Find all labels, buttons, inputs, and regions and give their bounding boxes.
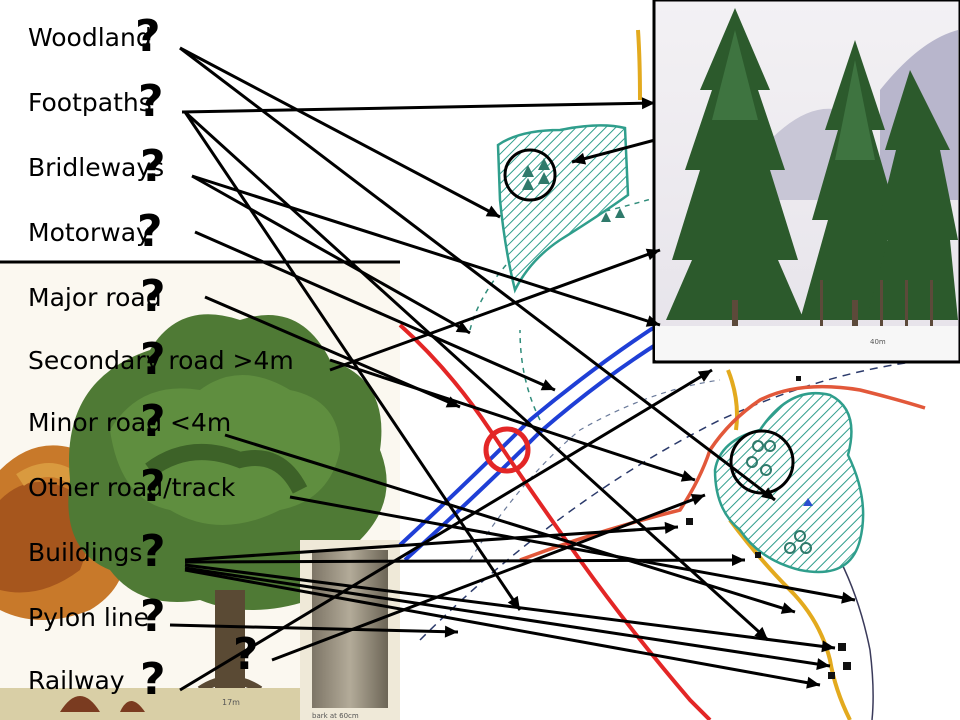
tree-height-caption: 17m [222, 698, 240, 707]
arrow-pylon-line [169, 623, 459, 634]
question-mark-buildings: ? [140, 526, 166, 577]
arrowhead [680, 470, 695, 482]
matching-arrows [169, 46, 856, 692]
arrowhead [821, 640, 835, 653]
question-mark-major-road: ? [140, 271, 166, 322]
legend-label-woodland: Woodland [28, 23, 152, 52]
arrow-footpaths-photo [181, 101, 656, 114]
minor-road-north [636, 29, 642, 101]
legend-label-railway: Railway [28, 666, 125, 695]
arrow-buildings-4 [184, 566, 831, 668]
arrow-buildings-5 [184, 568, 821, 687]
arrowhead [731, 554, 745, 567]
arrow-photo-to-woodland [571, 138, 656, 164]
conifer-symbols [522, 158, 625, 222]
arrowhead [455, 321, 470, 333]
legend-label-secondary-road: Secondary road >4m [28, 346, 294, 375]
question-mark-minor-road: ? [140, 396, 166, 447]
arrowhead [664, 521, 678, 534]
woodland-highlight-circle [503, 148, 557, 202]
major-road [398, 323, 712, 720]
legend-label-minor-road: Minor road <4m [28, 408, 232, 437]
arrow-woodland-north [179, 46, 501, 219]
conifer-height-caption: 40m [870, 338, 886, 346]
arrow-bridleways-east [191, 174, 661, 327]
arrow-railway [179, 368, 713, 692]
trunk-caption: bark at 60cm [312, 712, 359, 720]
legend-label-other-road: Other road/track [28, 473, 236, 502]
arrow-secondary-photo [329, 248, 661, 372]
arrow-woodland-east [179, 46, 776, 502]
arrowhead [816, 658, 830, 670]
legend-label-footpaths: Footpaths [28, 88, 152, 117]
question-mark-other-road: ? [140, 461, 166, 512]
legend-label-buildings: Buildings [28, 538, 143, 567]
question-mark-railway: ? [140, 654, 166, 705]
question-mark-secondary-road: ? [140, 334, 166, 385]
question-mark-woodland: ? [135, 11, 161, 62]
woodland-east [713, 391, 865, 574]
arrow-motorway [194, 230, 556, 392]
arrowhead [641, 97, 655, 110]
arrowhead [690, 494, 705, 506]
arrow-buildings-2 [184, 558, 746, 564]
arrowhead [540, 379, 555, 391]
arrowhead [572, 152, 587, 165]
arrowhead [806, 676, 820, 689]
arrowhead [761, 487, 775, 500]
arrowhead [507, 595, 520, 610]
question-mark-bridleways: ? [140, 141, 166, 192]
arrow-extra [271, 493, 706, 662]
arrow-secondary-road [329, 358, 696, 482]
question-mark-pylon-line: ? [140, 591, 166, 642]
arrowheads [444, 97, 855, 689]
question-mark-footpaths: ? [138, 76, 164, 127]
deciduous-symbols [746, 440, 812, 554]
arrowhead [444, 625, 458, 638]
legend-label-bridleways: Bridleways [28, 153, 165, 182]
legend-label-pylon-line: Pylon line [28, 603, 150, 632]
arrow-buildings-1 [184, 525, 679, 562]
question-mark-motorway: ? [137, 206, 163, 257]
deciduous-tree-photo: 17m [0, 260, 400, 720]
building-symbols [686, 376, 851, 679]
woodland-north [496, 124, 630, 294]
arrow-bridleways-north [191, 174, 471, 335]
arrowhead [841, 591, 855, 604]
conifer-photo: 40m [652, 0, 960, 364]
arrowhead [697, 370, 712, 382]
arrow-minor-road [224, 433, 796, 614]
arrowhead [780, 602, 795, 614]
arrow-buildings-3 [184, 563, 836, 650]
legend-label-major-road: Major road [28, 283, 162, 312]
arrow-footpaths-east [183, 110, 770, 642]
arrow-other-road [289, 495, 856, 602]
question-mark-extra: ? [233, 629, 259, 680]
legend-label-motorway: Motorway [28, 218, 151, 247]
deciduous-highlight-circle [729, 429, 795, 495]
arrowhead [645, 315, 660, 327]
arrowhead [485, 205, 500, 217]
roundabout [483, 426, 531, 474]
arrowhead [445, 396, 460, 408]
arrowhead [645, 248, 660, 261]
arrowhead [754, 626, 768, 640]
